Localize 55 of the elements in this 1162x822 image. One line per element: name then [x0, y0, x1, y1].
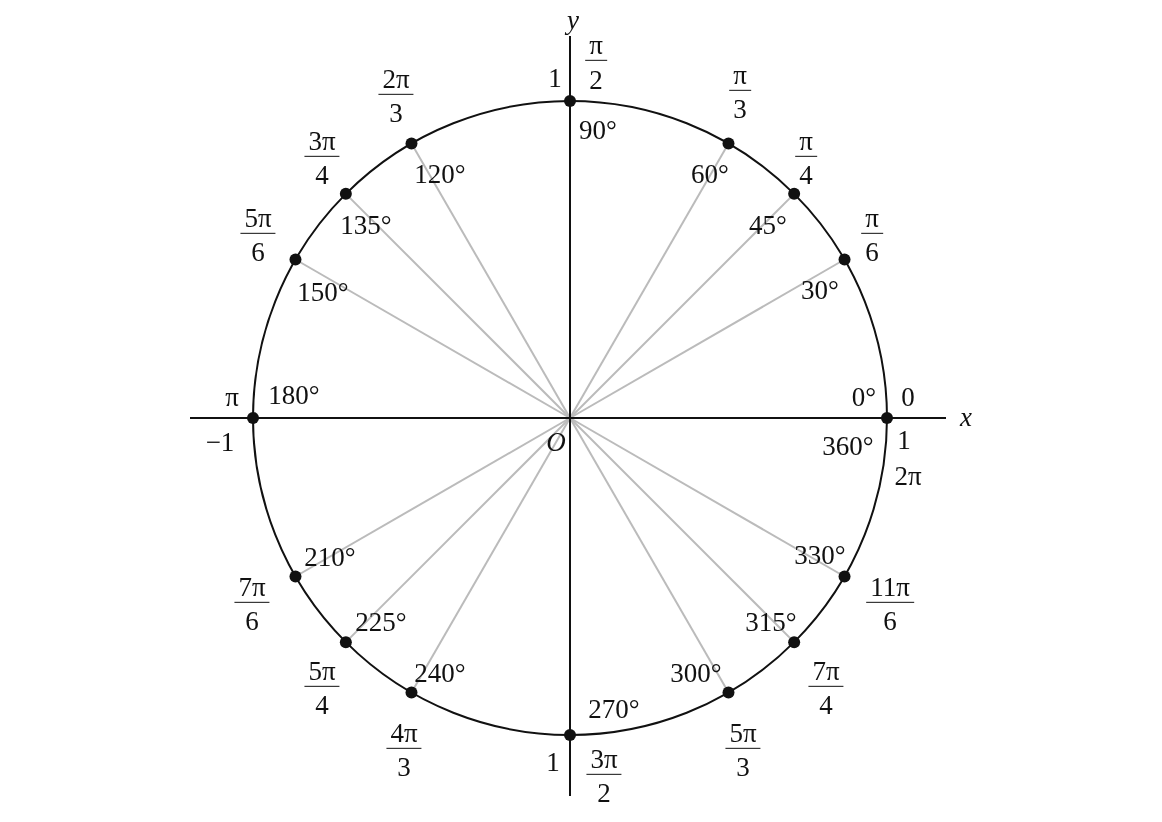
angle-label: 6	[251, 237, 265, 267]
angle-label: 4	[315, 690, 329, 720]
angle-numerator: 3π	[304, 126, 340, 158]
angle-label: 45°	[749, 210, 787, 240]
angle-label: 210°	[304, 542, 356, 572]
angle-label: 1	[897, 425, 911, 455]
axis-label: O	[546, 427, 566, 457]
angle-label: 4	[819, 690, 833, 720]
angle-label: 2	[597, 778, 611, 808]
angle-numerator: 11π	[866, 572, 914, 604]
angle-label: 270°	[588, 694, 640, 724]
angle-label: 330°	[794, 540, 846, 570]
angle-numerator: 5π	[304, 656, 340, 688]
axis-label: y	[567, 5, 579, 35]
angle-numerator: π	[585, 30, 607, 62]
angle-label: 360°	[822, 431, 874, 461]
angle-numerator: 7π	[234, 572, 270, 604]
angle-numerator: π	[795, 126, 817, 158]
angle-label: 135°	[340, 210, 392, 240]
angle-numerator: π	[729, 60, 751, 92]
angle-label: −1	[205, 427, 235, 457]
angle-label: 3	[389, 98, 403, 128]
angle-numerator: π	[861, 203, 883, 235]
angle-label: 120°	[414, 159, 466, 189]
angle-label: 6	[883, 606, 897, 636]
angle-numerator: 3π	[586, 744, 622, 776]
angle-label: 4	[799, 160, 813, 190]
angle-label: 3	[397, 752, 411, 782]
angle-label: 1	[548, 63, 562, 93]
angle-label: 3	[736, 752, 750, 782]
angle-label: π	[225, 382, 239, 412]
angle-label: 240°	[414, 658, 466, 688]
angle-label: 60°	[691, 159, 729, 189]
angle-numerator: 5π	[240, 203, 276, 235]
angle-label: 225°	[355, 607, 407, 637]
angle-label: 30°	[801, 275, 839, 305]
angle-label: 0	[901, 382, 915, 412]
angle-label: 2	[589, 65, 603, 95]
angle-label: 180°	[268, 380, 320, 410]
angle-label: 315°	[745, 607, 797, 637]
angle-numerator: 4π	[386, 718, 422, 750]
angle-label: 90°	[579, 115, 617, 145]
angle-label: 300°	[670, 658, 722, 688]
angle-label: 150°	[297, 277, 349, 307]
angle-label: 2π	[894, 461, 922, 491]
angle-label: 6	[245, 606, 259, 636]
angle-label: 0°	[851, 382, 877, 412]
angle-label: 3	[733, 94, 747, 124]
angle-label: 6	[865, 237, 879, 267]
angle-numerator: 5π	[725, 718, 761, 750]
angle-label: 4	[315, 160, 329, 190]
axis-label: x	[960, 402, 972, 432]
angle-numerator: 7π	[808, 656, 844, 688]
angle-label: 1	[546, 747, 560, 777]
angle-numerator: 2π	[378, 64, 414, 96]
